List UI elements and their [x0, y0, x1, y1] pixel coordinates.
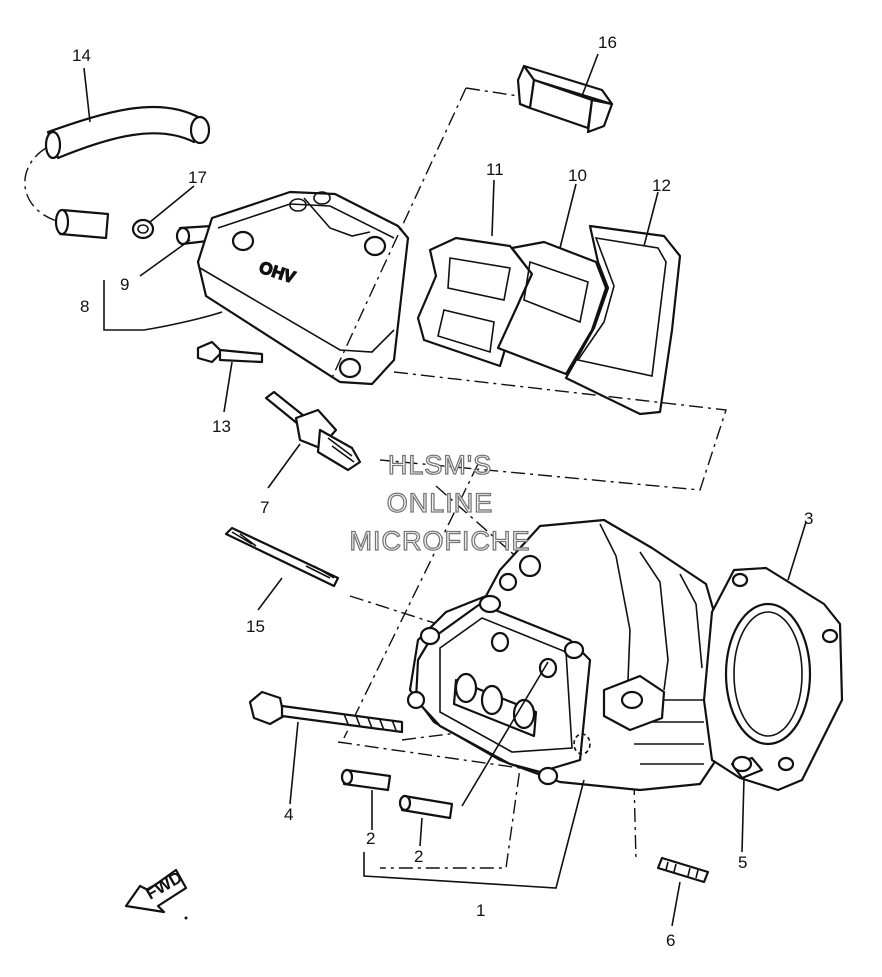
callout-1: 1 — [476, 901, 485, 920]
head-gasket — [702, 566, 844, 792]
leader-lines — [83, 53, 807, 927]
callout-6: 6 — [666, 931, 675, 950]
callout-9: 9 — [120, 275, 129, 294]
callout-4: 4 — [284, 805, 293, 824]
callout-16: 16 — [598, 33, 617, 52]
cover-bolt — [196, 340, 264, 364]
dowel-pin — [730, 755, 764, 780]
breather-hose — [24, 105, 211, 240]
callout-12: 12 — [652, 176, 671, 195]
callout-2-lower: 2 — [414, 847, 423, 866]
watermark-line-3: MICROFICHE — [349, 525, 531, 556]
dowel-pin-lower — [398, 794, 454, 820]
callout-5: 5 — [738, 853, 747, 872]
head-bolt — [248, 690, 404, 734]
callout-10: 10 — [568, 166, 587, 185]
callout-numbers: 14 16 17 9 8 11 10 12 13 7 3 15 4 2 2 5 … — [72, 33, 813, 950]
breather-element — [516, 64, 614, 134]
cylinder-head-cover: OHV — [196, 190, 410, 386]
cylinder-head — [406, 518, 724, 792]
callout-14: 14 — [72, 46, 91, 65]
gasket-10 — [496, 240, 608, 376]
gasket-12 — [564, 224, 682, 416]
fwd-arrow: FWD — [124, 868, 188, 914]
callout-2-upper: 2 — [366, 829, 375, 848]
stud-bolt-15 — [224, 526, 340, 588]
spark-plug — [264, 390, 362, 472]
watermark-line-2: ONLINE — [386, 487, 494, 518]
callout-17: 17 — [188, 168, 207, 187]
callout-8: 8 — [80, 297, 89, 316]
callout-7: 7 — [260, 498, 269, 517]
callout-13: 13 — [212, 417, 231, 436]
hose-clamp — [131, 218, 155, 240]
watermark-line-1: HLSM'S — [387, 449, 493, 480]
stud-6 — [656, 856, 710, 884]
callout-11: 11 — [486, 160, 504, 179]
callout-15: 15 — [246, 617, 265, 636]
dowel-pin-upper — [340, 768, 392, 792]
callout-3: 3 — [804, 509, 813, 528]
